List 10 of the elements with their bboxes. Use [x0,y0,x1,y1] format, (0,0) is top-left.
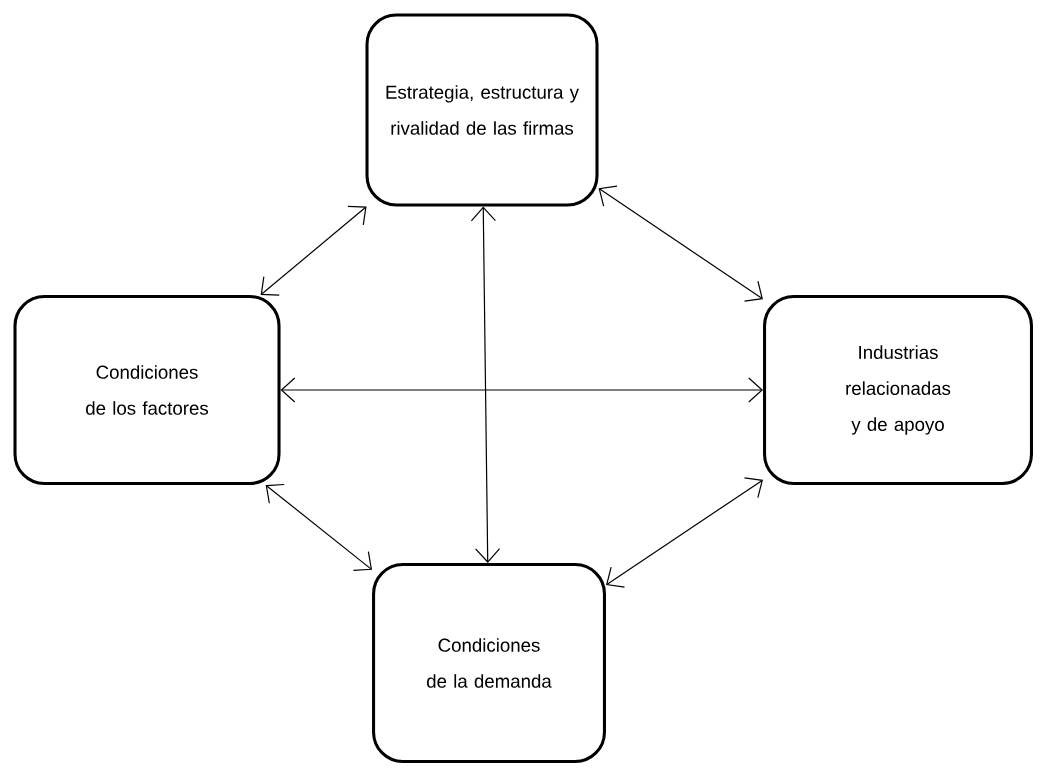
rounded-box: Industrias relacionadas y de apoyo [763,295,1033,485]
double-arrow [260,205,367,296]
double-arrow [598,185,763,302]
double-arrow [280,377,763,403]
double-arrow [265,483,373,571]
rounded-box: Condiciones de los factores [13,295,281,485]
rounded-box: Condiciones de la demanda [372,562,606,764]
rounded-box: Estrategia, estructura y rivalidad de las firmas [365,13,599,207]
double-arrow [470,206,501,563]
double-arrow [606,477,763,588]
